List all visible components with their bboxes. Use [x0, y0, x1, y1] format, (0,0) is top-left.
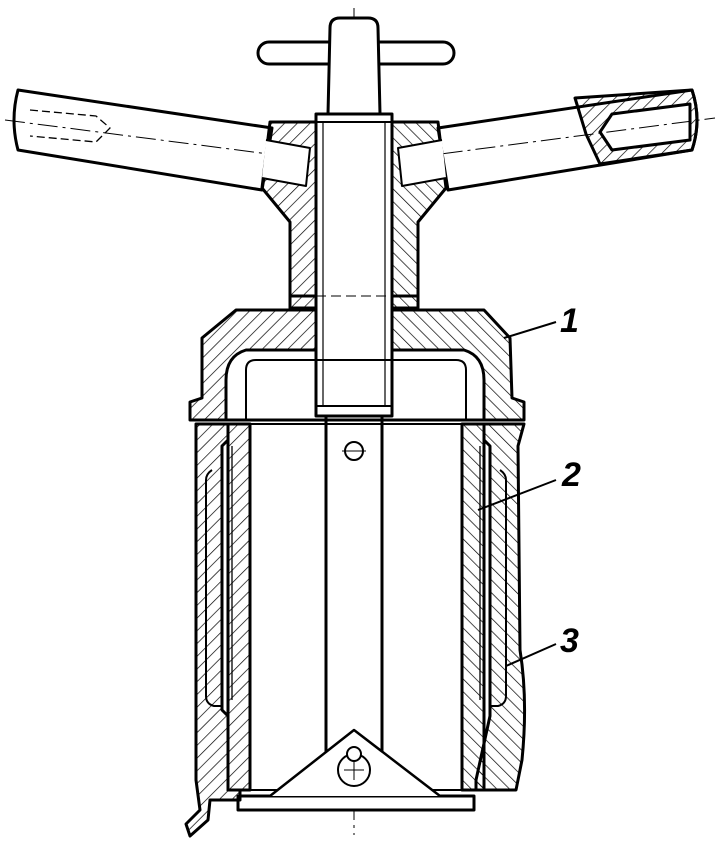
left-lever-arm	[4, 88, 301, 192]
callout-1: 1	[560, 302, 579, 340]
part-3-housing	[184, 422, 527, 838]
leader-2	[477, 479, 557, 511]
callout-2: 2	[562, 456, 581, 494]
spindle-rod	[314, 16, 394, 758]
right-lever-arm	[409, 88, 716, 192]
leader-1	[503, 321, 557, 339]
part-1-yoke	[188, 294, 526, 422]
leader-3	[505, 643, 557, 667]
part-2-sleeve	[226, 422, 486, 812]
callout-3: 3	[560, 622, 579, 660]
